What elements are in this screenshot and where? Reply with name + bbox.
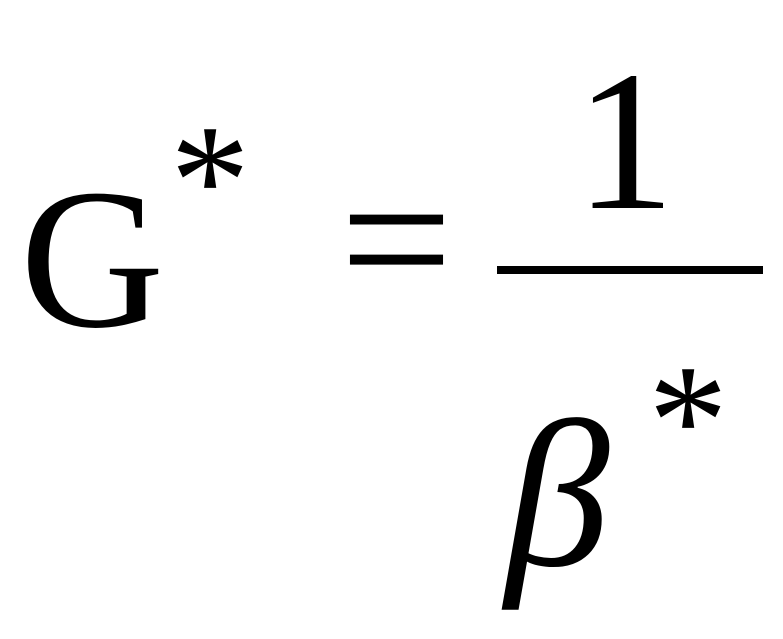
equals-sign: =: [340, 129, 453, 350]
denominator-superscript: *: [648, 331, 728, 509]
fraction-bar: [497, 266, 763, 274]
lhs-symbol: G: [20, 149, 165, 370]
lhs-superscript: *: [170, 91, 250, 269]
denominator-symbol: β: [505, 379, 610, 611]
fraction-numerator: 1: [575, 31, 675, 252]
